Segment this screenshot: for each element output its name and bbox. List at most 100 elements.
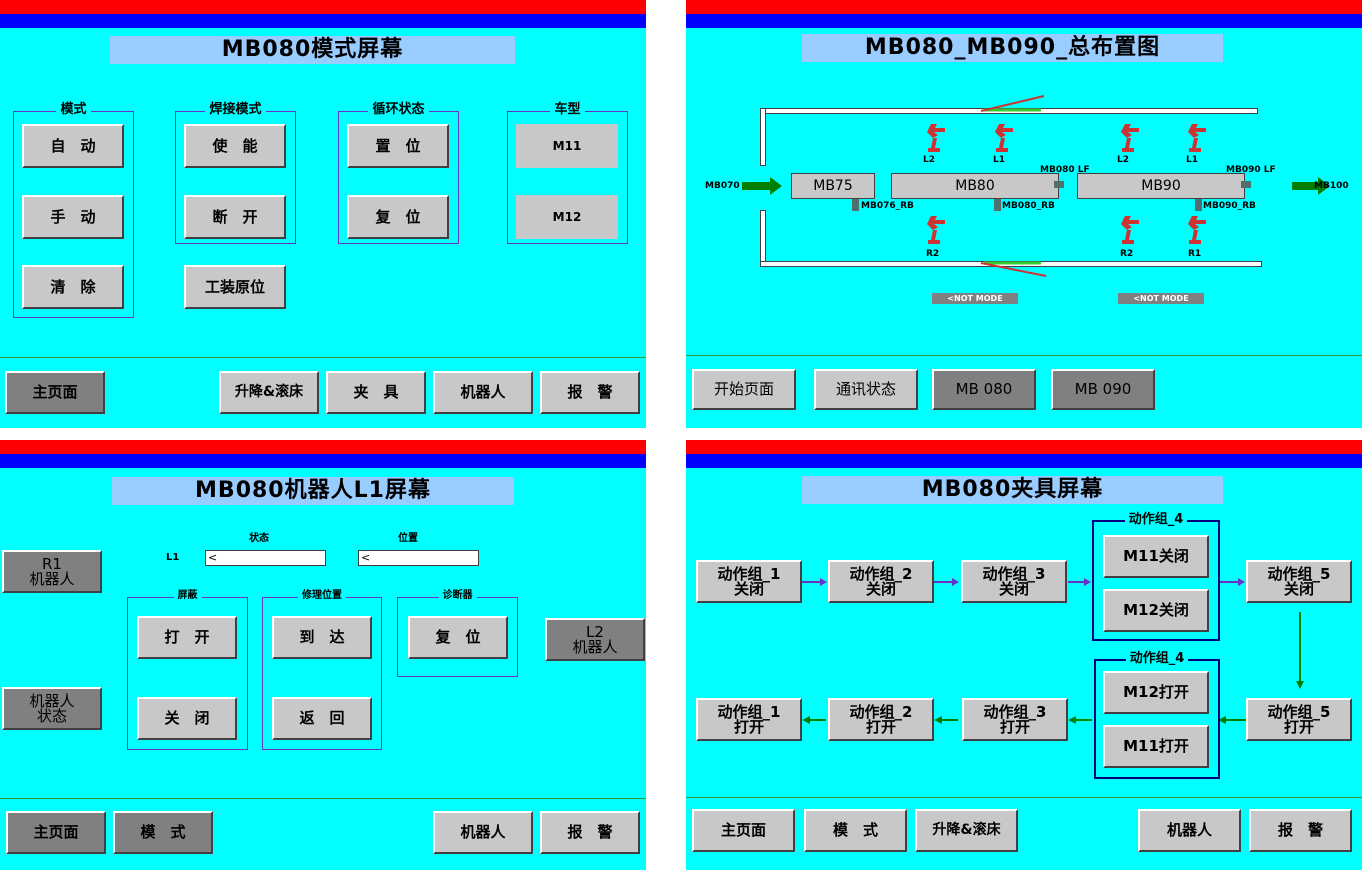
left-top-rail: [760, 108, 766, 166]
mb090-button[interactable]: MB 090: [1051, 369, 1155, 410]
top-blue-bar: [686, 454, 1362, 468]
alarm-nav-button[interactable]: 报 警: [1249, 809, 1352, 852]
group4-open-box: 动作组_4: [1094, 651, 1220, 779]
reset-button[interactable]: 复 位: [408, 616, 508, 659]
mb90-rb-label: MB090_RB: [1203, 201, 1256, 211]
start-page-button[interactable]: 开始页面: [692, 369, 796, 410]
repair-position-group-label: 修理位置: [298, 590, 346, 601]
layout-lines: [742, 95, 1330, 277]
m11-open-button[interactable]: M11打开: [1103, 725, 1209, 768]
m11-button[interactable]: M11: [516, 124, 618, 168]
open-button[interactable]: 打 开: [137, 616, 237, 659]
m12-open-button[interactable]: M12打开: [1103, 671, 1209, 714]
robot-icon: [1188, 216, 1206, 244]
mode-group: 模式: [13, 102, 134, 318]
arrive-button[interactable]: 到 达: [272, 616, 372, 659]
fixture-home-button[interactable]: 工装原位: [184, 265, 286, 309]
robot-l1-panel: MB080机器人L1屏幕 状态 位置 L1 < < R1 机器人 机器人 状态 …: [0, 440, 646, 870]
group5-close-button[interactable]: 动作组_5 关闭: [1246, 560, 1352, 603]
divider-line: [686, 355, 1362, 356]
station-mb75[interactable]: MB75: [791, 173, 875, 199]
robot-label: R1: [1188, 249, 1202, 259]
robot-label: L1: [1186, 155, 1198, 165]
robot-label: R2: [1120, 249, 1134, 259]
layout-overview-panel: MB080_MB090_总布置图 MB75 MB80 MB90 MB070 MB…: [686, 0, 1362, 428]
clear-button[interactable]: 清 除: [22, 265, 124, 309]
robot-icon: [1121, 124, 1139, 152]
page-title: MB080模式屏幕: [110, 36, 515, 64]
return-button[interactable]: 返 回: [272, 697, 372, 740]
alarm-nav-button[interactable]: 报 警: [540, 371, 640, 414]
sensor-icon: [1195, 199, 1202, 211]
sensor-icon: [852, 199, 859, 211]
position-field: <: [358, 550, 479, 566]
robot-nav-button[interactable]: 机器人: [433, 371, 533, 414]
group2-close-button[interactable]: 动作组_2 关闭: [828, 560, 934, 603]
robot-label: R2: [926, 249, 940, 259]
home-nav-button[interactable]: 主页面: [5, 371, 105, 414]
screen-group: 屏蔽: [127, 590, 248, 750]
mb90-lf-label: MB090 LF: [1226, 165, 1276, 175]
car-type-group-label: 车型: [550, 102, 585, 117]
cycle-status-group: 循环状态: [338, 102, 459, 244]
auto-button[interactable]: 自 动: [22, 124, 124, 168]
enable-button[interactable]: 使 能: [184, 124, 286, 168]
r1-robot-button[interactable]: R1 机器人: [2, 550, 102, 593]
robot-status-button[interactable]: 机器人 状态: [2, 687, 102, 730]
top-blue-bar: [0, 14, 646, 28]
status-header: 状态: [249, 533, 269, 544]
m12-close-button[interactable]: M12关闭: [1103, 589, 1209, 632]
weld-mode-group-label: 焊接模式: [205, 102, 266, 117]
group3-close-button[interactable]: 动作组_3 关闭: [961, 560, 1067, 603]
l2-robot-button[interactable]: L2 机器人: [545, 618, 645, 661]
not-mode-tag: <NOT MODE: [932, 293, 1018, 304]
lift-nav-button[interactable]: 升降&滚床: [915, 809, 1018, 852]
mb80-lf-label: MB080 LF: [1040, 165, 1090, 175]
robot-icon: [1188, 124, 1206, 152]
close-button[interactable]: 关 闭: [137, 697, 237, 740]
set-button[interactable]: 置 位: [347, 124, 449, 168]
group4-open-label: 动作组_4: [1125, 651, 1189, 666]
screen-group-label: 屏蔽: [173, 590, 202, 601]
reset-button[interactable]: 复 位: [347, 195, 449, 239]
exit-arrow: [1292, 177, 1330, 195]
lift-nav-button[interactable]: 升降&滚床: [219, 371, 319, 414]
mb080-button[interactable]: MB 080: [932, 369, 1036, 410]
group1-open-button[interactable]: 动作组_1 打开: [696, 698, 802, 741]
fixture-nav-button[interactable]: 夹 具: [326, 371, 426, 414]
robot-label: L1: [993, 155, 1005, 165]
home-nav-button[interactable]: 主页面: [692, 809, 795, 852]
m11-close-button[interactable]: M11关闭: [1103, 535, 1209, 578]
mb80-rb-label: MB080_RB: [1002, 201, 1055, 211]
robot-label: L2: [1117, 155, 1129, 165]
sensor-icon: [1054, 181, 1064, 188]
weld-mode-group: 焊接模式: [175, 102, 296, 244]
group1-close-button[interactable]: 动作组_1 关闭: [696, 560, 802, 603]
mode-nav-button[interactable]: 模 式: [804, 809, 907, 852]
diagnostic-group-label: 诊断器: [438, 590, 477, 601]
group4-close-label: 动作组_4: [1124, 512, 1188, 527]
manual-button[interactable]: 手 动: [22, 195, 124, 239]
exit-label: MB100: [1314, 181, 1349, 191]
disconnect-button[interactable]: 断 开: [184, 195, 286, 239]
group5-open-button[interactable]: 动作组_5 打开: [1246, 698, 1352, 741]
group2-open-button[interactable]: 动作组_2 打开: [828, 698, 934, 741]
group3-open-button[interactable]: 动作组_3 打开: [962, 698, 1068, 741]
page-title: MB080_MB090_总布置图: [802, 34, 1223, 62]
car-type-group: 车型: [507, 102, 628, 244]
station-mb90[interactable]: MB90: [1077, 173, 1245, 199]
robot-nav-button[interactable]: 机器人: [1138, 809, 1241, 852]
top-red-bar: [0, 440, 646, 454]
home-nav-button[interactable]: 主页面: [6, 811, 106, 854]
sensor-icon: [1241, 181, 1251, 188]
divider-line: [686, 797, 1362, 798]
comm-status-button[interactable]: 通讯状态: [814, 369, 918, 410]
m12-button[interactable]: M12: [516, 195, 618, 239]
robot-nav-button[interactable]: 机器人: [433, 811, 533, 854]
alarm-nav-button[interactable]: 报 警: [540, 811, 640, 854]
page-title: MB080机器人L1屏幕: [112, 477, 514, 505]
mode-nav-button[interactable]: 模 式: [113, 811, 213, 854]
station-mb80[interactable]: MB80: [891, 173, 1059, 199]
sensor-icon: [994, 199, 1001, 211]
divider-line: [0, 798, 646, 799]
